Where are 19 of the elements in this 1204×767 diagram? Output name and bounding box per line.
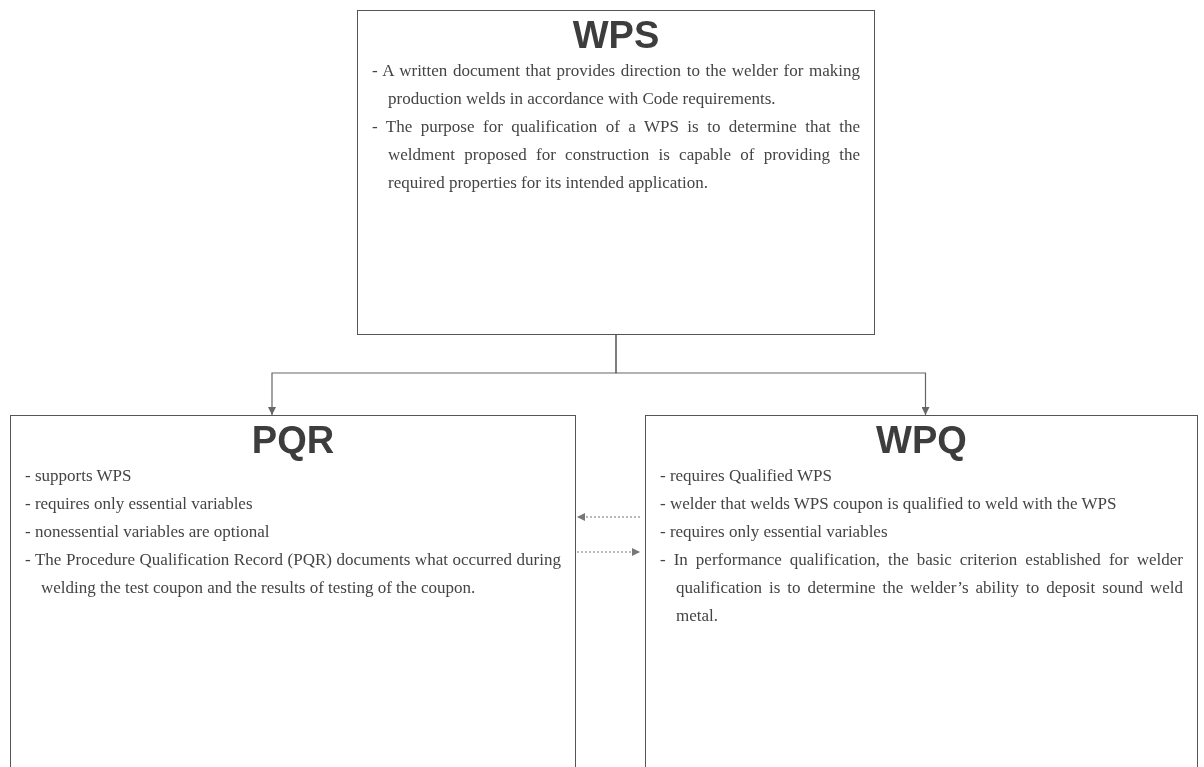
arrow: [576, 513, 641, 521]
bullet-text: - nonessential variables are optional: [25, 521, 271, 543]
bullet-text: - The purpose for qualification of a WPS is to determine that the weldment proposed for construction is capable of providing the required properties for its intended application.: [372, 116, 860, 194]
bullet-text: - The Procedure Qualification Record (PQR) documents what occurred during welding the test coupon and the results of testing of the coupon.: [25, 549, 561, 599]
bullet-text: - requires only essential variables: [25, 493, 254, 515]
bullet-text: - In performance qualification, the basic criterion established for welder qualification is to determine the welder’s ability to deposit sound weld metal.: [660, 549, 1183, 627]
arrow: [576, 548, 641, 556]
box-heading: WPQ: [876, 420, 967, 460]
bullet-text: - A written document that provides direction to the welder for making production welds in accordance with Code requirements.: [372, 60, 860, 110]
text-box: [357, 10, 875, 335]
box-heading: WPS: [572, 15, 660, 55]
bullet-text: - supports WPS: [25, 465, 133, 487]
text-box: [10, 415, 576, 767]
bullet-text: - welder that welds WPS coupon is qualified to weld with the WPS: [660, 493, 1118, 515]
bullet-text: - requires only essential variables: [660, 521, 889, 543]
arrow: [615, 334, 930, 416]
text-box: [645, 415, 1198, 767]
box-heading: PQR: [251, 420, 335, 460]
bullet-text: - requires Qualified WPS: [660, 465, 833, 487]
